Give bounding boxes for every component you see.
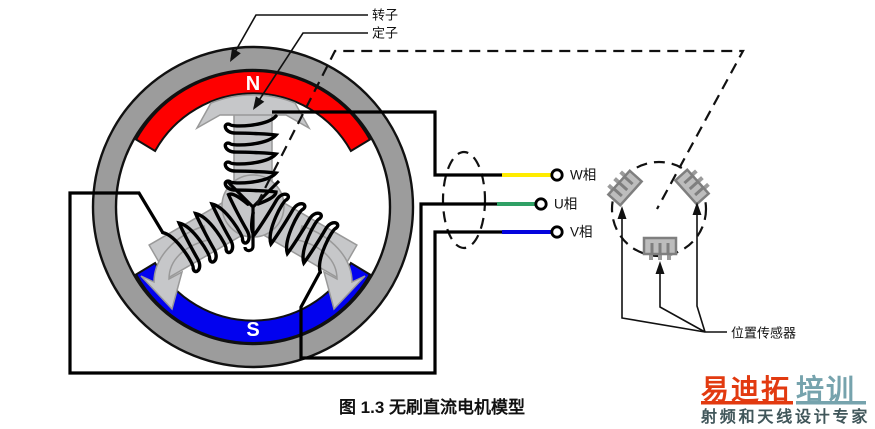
coil-right — [249, 192, 340, 275]
chip-pin — [649, 254, 653, 260]
chip-slot — [623, 175, 634, 186]
sensor-pointer-left — [621, 212, 706, 333]
rotation-arrow-right — [297, 225, 366, 311]
phase-u: U相 — [299, 197, 577, 360]
star-branch-left — [225, 179, 255, 209]
arrow-up-icon — [617, 206, 627, 219]
chip-pin — [658, 254, 662, 260]
watermark-underline-red — [701, 401, 793, 405]
stator-pole-shoe-top — [195, 94, 311, 130]
arrow-up-icon — [655, 261, 665, 274]
phase-u-terminal — [534, 197, 548, 211]
stator-leader-line — [253, 32, 368, 109]
position-sensor-label: 位置传感器 — [731, 326, 796, 341]
chip-slot — [688, 180, 699, 191]
magnet-south: S — [134, 261, 372, 344]
coil-top — [223, 114, 280, 206]
phase-v-label: V相 — [570, 225, 593, 240]
hall-sensor-bottom — [642, 236, 678, 260]
watermark-tagline: 射频和天线设计专家 — [700, 407, 870, 426]
arrow-up-icon — [692, 202, 702, 215]
rotor-arrowhead-icon — [230, 48, 241, 62]
watermark-logo: 易迪拓 培训 射频和天线设计专家 — [700, 373, 870, 426]
phase-w-terminal — [550, 168, 564, 182]
phase-v-terminal — [550, 225, 564, 239]
hall-sensor-upper-right — [673, 167, 711, 207]
ring-outer-outline — [91, 45, 415, 369]
north-arc — [134, 70, 372, 153]
rotor-leader-line — [230, 14, 368, 60]
outer-ring — [91, 45, 415, 369]
stator-arrowhead-icon — [253, 96, 265, 110]
stator-callout: 定子 — [253, 26, 398, 110]
chip-slot — [612, 187, 623, 198]
phase-u-wire — [299, 202, 497, 360]
ring-inner-outline — [114, 68, 392, 346]
rotor-callout: 转子 — [230, 8, 398, 62]
position-sensor-detail: 位置传感器 — [606, 160, 796, 341]
watermark-brand-red: 易迪拓 — [701, 374, 791, 405]
hall-sensor-upper-left — [606, 168, 644, 208]
star-branch-down — [243, 207, 255, 253]
stator-core — [140, 94, 366, 311]
chip-slot — [694, 186, 705, 197]
rotor-label: 转子 — [372, 8, 398, 23]
sensor-reference-dashed-line — [256, 49, 745, 210]
coil-left — [160, 192, 251, 274]
north-letter: N — [246, 73, 260, 95]
south-letter: S — [246, 319, 259, 341]
stator-label: 定子 — [372, 26, 398, 41]
phase-w: W相 — [272, 110, 596, 183]
sensor-pointer-middle — [659, 266, 706, 333]
phase-w-wire — [272, 110, 502, 177]
chip-slot — [618, 181, 629, 192]
phase-w-label: W相 — [570, 168, 596, 183]
phase-u-label: U相 — [554, 197, 577, 212]
chip-slot — [683, 174, 694, 185]
chip-pin — [667, 254, 671, 260]
magnet-north: N — [134, 70, 372, 153]
coils — [160, 114, 340, 275]
watermark-brand-teal: 培训 — [796, 373, 856, 405]
phase-v-wire — [68, 191, 502, 375]
sensor-pointer-right — [696, 208, 706, 333]
phase-v: V相 — [68, 191, 593, 375]
cable-bundle-ellipse — [441, 150, 487, 250]
figure-caption: 图 1.3 无刷直流电机模型 — [339, 397, 525, 417]
south-arc — [134, 261, 372, 344]
watermark-underline-teal — [796, 401, 866, 405]
ring-band — [93, 47, 413, 367]
